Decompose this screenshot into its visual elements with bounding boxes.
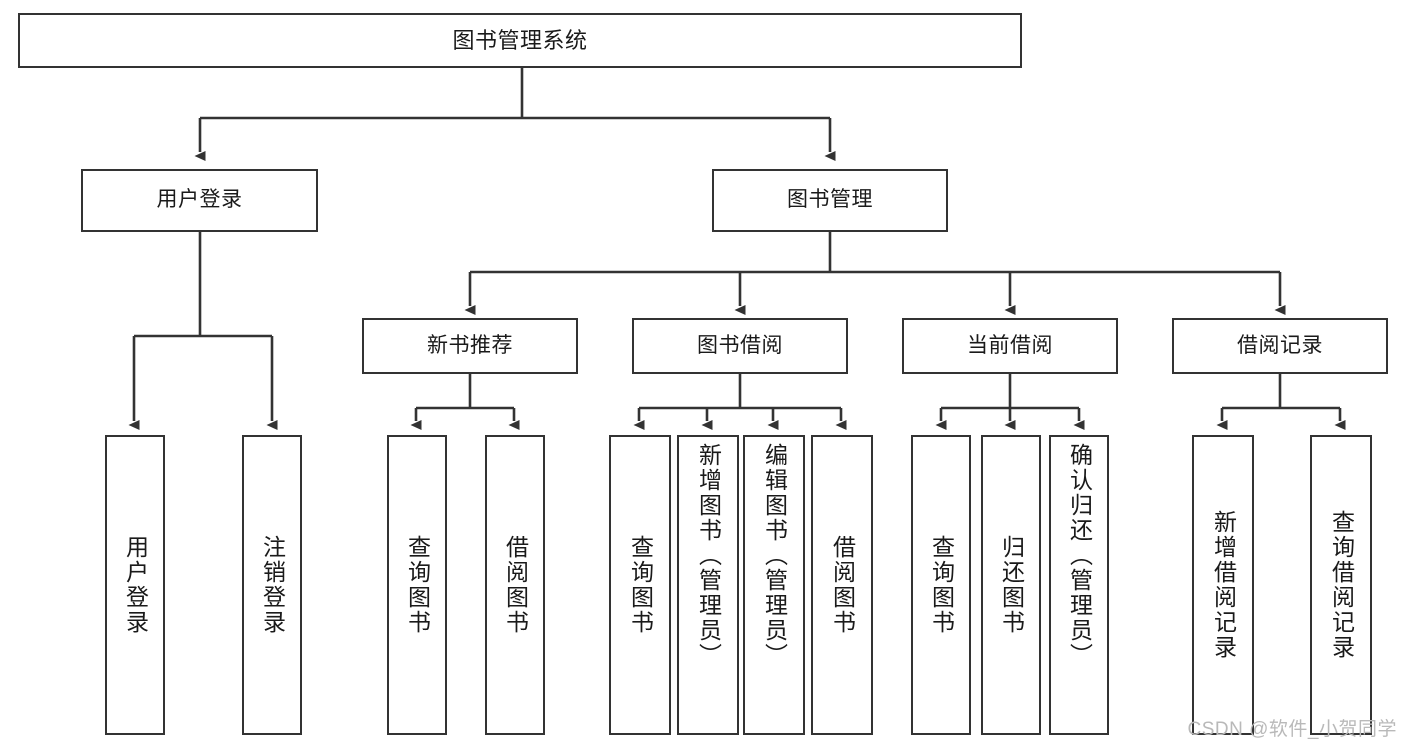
leaf-user-login[interactable]: 用户登录	[105, 435, 165, 735]
node-label: 新增借阅记录	[1210, 510, 1237, 660]
leaf-logout[interactable]: 注销登录	[242, 435, 302, 735]
node-label: 图书管理系统	[452, 27, 588, 53]
node-label: 归还图书	[998, 535, 1025, 635]
node-new-book-recommendation[interactable]: 新书推荐	[362, 318, 578, 374]
leaf-add-borrow-record[interactable]: 新增借阅记录	[1192, 435, 1254, 735]
csdn-watermark: CSDN @软件_小贺同学	[1187, 719, 1397, 740]
node-label: 查询图书	[404, 535, 431, 635]
node-label: 用户登录	[156, 188, 243, 212]
leaf-edit-book-admin[interactable]: 编辑图书（管理员）	[743, 435, 805, 735]
leaf-borrow-book-borrowing[interactable]: 借阅图书	[811, 435, 873, 735]
leaf-query-book-borrowing[interactable]: 查询图书	[609, 435, 671, 735]
node-label: 图书借阅	[697, 333, 783, 357]
node-borrowing-record[interactable]: 借阅记录	[1172, 318, 1388, 374]
node-user-login[interactable]: 用户登录	[81, 169, 318, 232]
node-label: 查询借阅记录	[1328, 510, 1355, 660]
node-label: 用户登录	[122, 535, 149, 635]
node-label: 新增图书（管理员）	[695, 443, 722, 668]
node-label: 图书管理	[787, 188, 873, 212]
node-root-book-management-system[interactable]: 图书管理系统	[18, 13, 1022, 68]
node-label: 编辑图书（管理员）	[761, 443, 788, 668]
node-book-management[interactable]: 图书管理	[712, 169, 948, 232]
node-label: 新书推荐	[427, 333, 513, 357]
leaf-return-book[interactable]: 归还图书	[981, 435, 1041, 735]
leaf-confirm-return-admin[interactable]: 确认归还（管理员）	[1049, 435, 1109, 735]
node-book-borrowing[interactable]: 图书借阅	[632, 318, 848, 374]
leaf-query-book-newbook[interactable]: 查询图书	[387, 435, 447, 735]
node-current-borrowing[interactable]: 当前借阅	[902, 318, 1118, 374]
node-label: 借阅图书	[502, 535, 529, 635]
leaf-query-borrow-record[interactable]: 查询借阅记录	[1310, 435, 1372, 735]
node-label: 确认归还（管理员）	[1066, 443, 1093, 668]
leaf-add-book-admin[interactable]: 新增图书（管理员）	[677, 435, 739, 735]
node-label: 借阅图书	[829, 535, 856, 635]
leaf-borrow-book-newbook[interactable]: 借阅图书	[485, 435, 545, 735]
node-label: 查询图书	[928, 535, 955, 635]
node-label: 查询图书	[627, 535, 654, 635]
node-label: 借阅记录	[1237, 333, 1323, 357]
node-label: 注销登录	[259, 535, 286, 635]
leaf-query-book-current[interactable]: 查询图书	[911, 435, 971, 735]
node-label: 当前借阅	[967, 333, 1053, 357]
